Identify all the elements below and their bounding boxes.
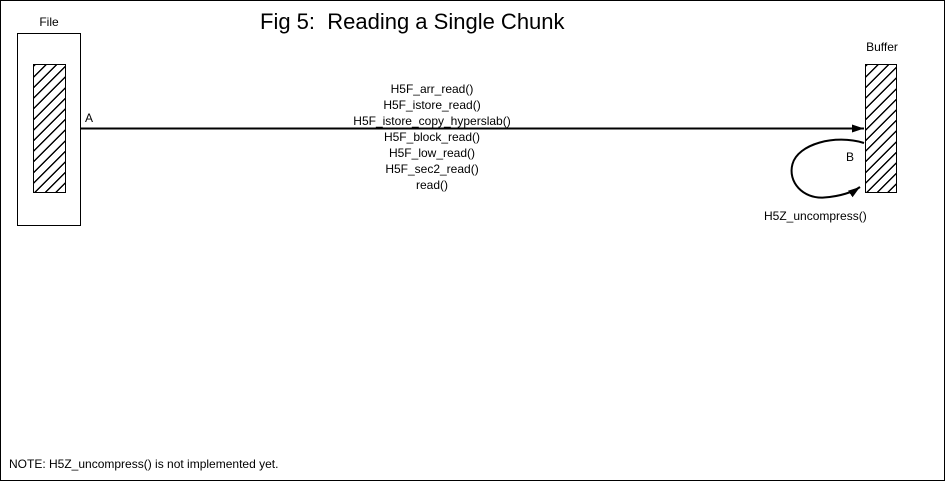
file-chunk-hatched-region xyxy=(33,64,66,193)
read-function-stack: H5F_arr_read() H5F_istore_read() H5F_ist… xyxy=(332,81,532,193)
file-label: File xyxy=(39,15,59,29)
buffer-label: Buffer xyxy=(866,40,898,54)
function-name: H5F_istore_copy_hyperslab() xyxy=(353,114,511,128)
figure-title: Fig 5: Reading a Single Chunk xyxy=(260,9,565,34)
function-name: H5F_arr_read() xyxy=(390,82,474,96)
uncompress-loop-arrow xyxy=(790,138,865,199)
buffer-hatched-region xyxy=(865,64,897,193)
function-name: H5F_low_read() xyxy=(388,146,476,160)
function-name: read() xyxy=(415,178,448,192)
arrow-a-label: A xyxy=(85,111,94,125)
uncompress-function-label: H5Z_uncompress() xyxy=(764,209,867,223)
function-name: H5F_istore_read() xyxy=(383,98,481,112)
function-name: H5F_block_read() xyxy=(383,130,481,144)
function-name: H5F_sec2_read() xyxy=(385,162,479,176)
footnote: NOTE: H5Z_uncompress() is not implemente… xyxy=(9,457,279,471)
arrow-b-label: B xyxy=(846,150,855,164)
